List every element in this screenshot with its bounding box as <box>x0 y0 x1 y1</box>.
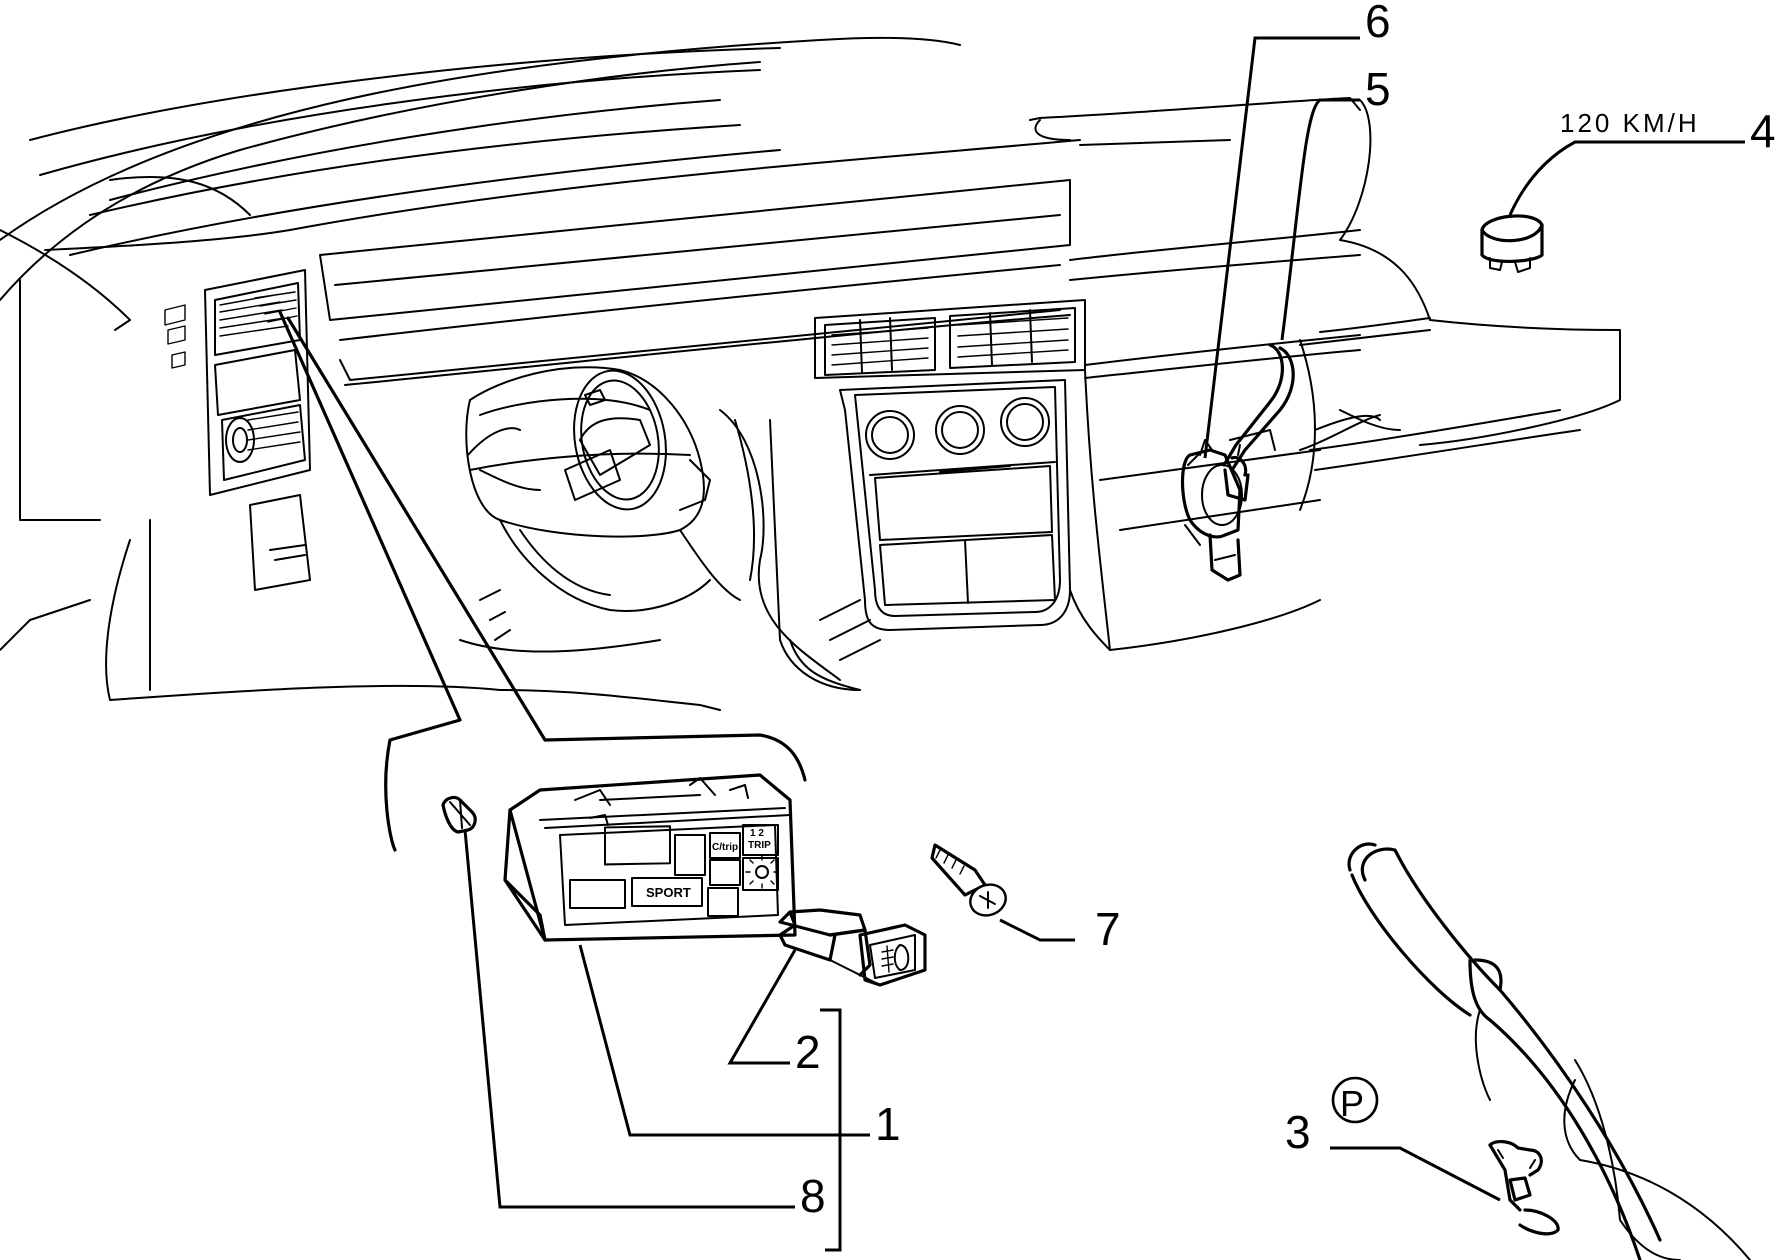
panel-cstrip-label: C/trip <box>712 842 738 853</box>
callout-2: 2 <box>795 1026 821 1078</box>
leader-lines <box>463 36 1745 1252</box>
handbrake-switch <box>1488 1140 1560 1236</box>
callout-numbers: 6 5 4 7 2 1 8 3 120 KM/H P <box>795 0 1776 1222</box>
parking-symbol: P <box>1340 1083 1364 1124</box>
callout-1: 1 <box>875 1098 901 1150</box>
speed-label: 120 KM/H <box>1560 108 1700 138</box>
callout-8: 8 <box>800 1170 826 1222</box>
fog-light-icon <box>881 944 910 973</box>
panel-trip-top-label: 1 2 <box>750 828 764 839</box>
callout-5: 5 <box>1365 63 1391 115</box>
buzzer <box>1480 214 1544 273</box>
panel-trip-label: TRIP <box>748 840 771 851</box>
bulb <box>441 795 477 834</box>
switch-panel: SPORT C/trip 1 2 TRIP <box>503 773 797 942</box>
handbrake <box>1347 842 1751 1260</box>
parking-icon: P <box>1331 1076 1379 1124</box>
sun-icon <box>745 855 779 889</box>
zoom-lines <box>278 310 807 852</box>
callout-6: 6 <box>1365 0 1391 47</box>
fog-switch <box>778 908 927 987</box>
callout-4: 4 <box>1750 105 1776 157</box>
panel-sport-label: SPORT <box>646 885 691 900</box>
dashboard-outline <box>0 36 1621 711</box>
vacuum-sensor <box>1180 343 1295 582</box>
callout-3: 3 <box>1285 1106 1311 1158</box>
screw <box>930 843 1007 917</box>
callout-7: 7 <box>1095 903 1121 955</box>
